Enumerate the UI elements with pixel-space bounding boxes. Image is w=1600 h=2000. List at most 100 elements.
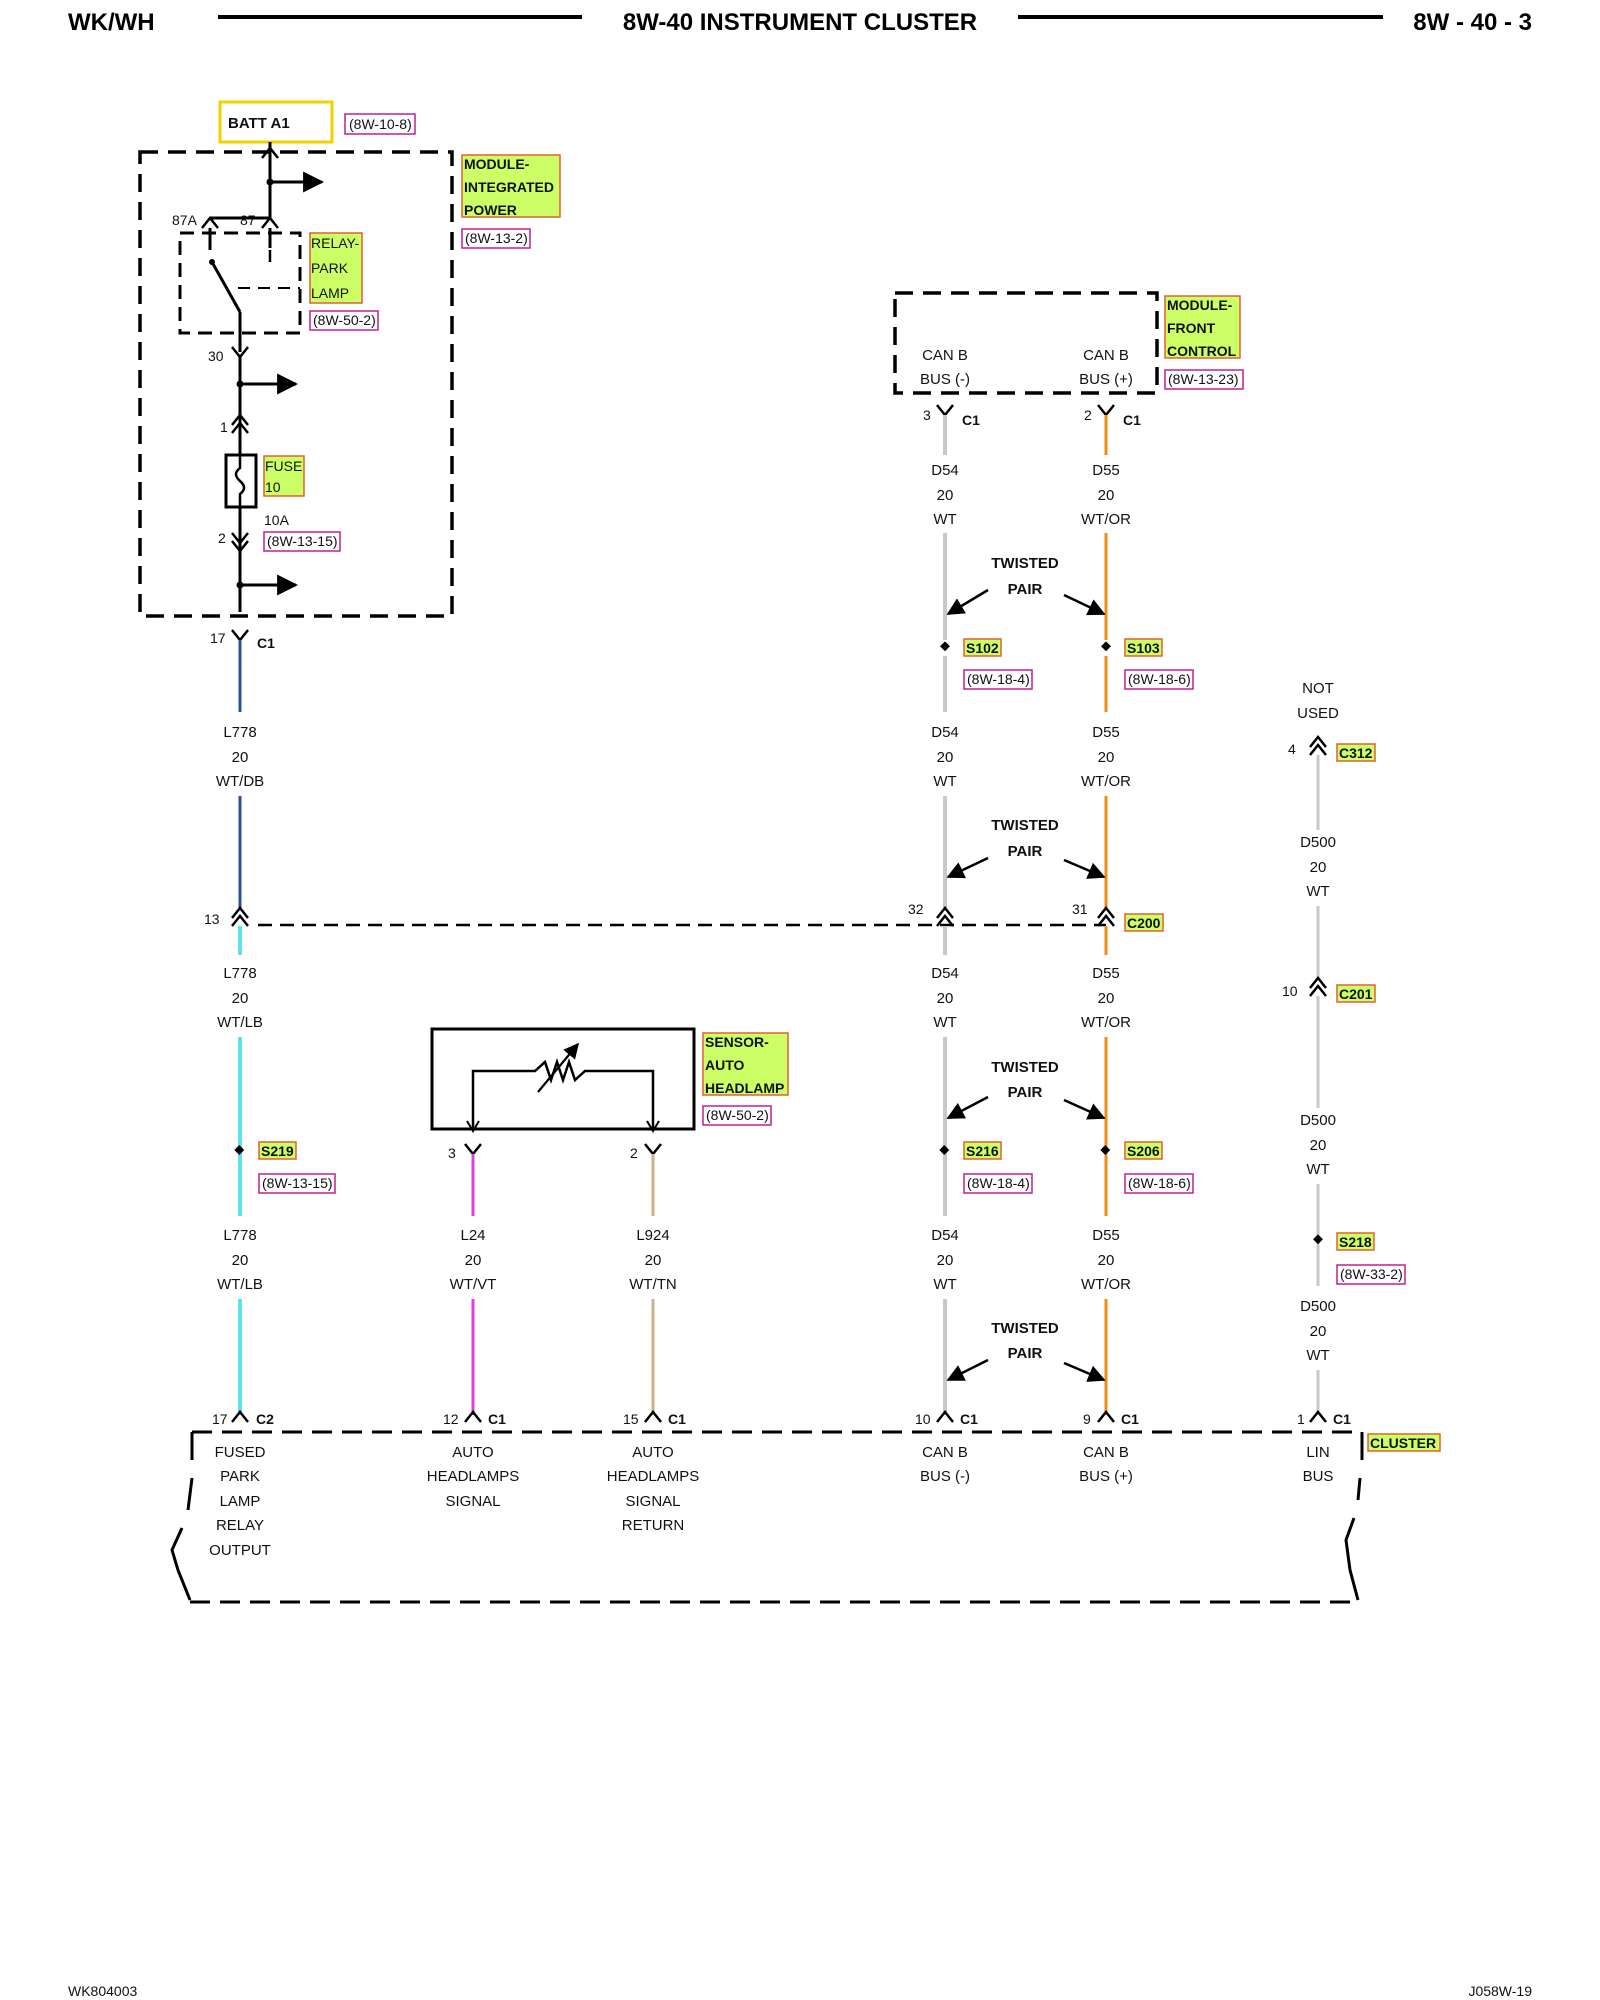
svg-text:PAIR: PAIR: [1008, 581, 1043, 598]
wire-label-l778-lb-2: L778 20 WT/LB: [217, 1227, 263, 1293]
splice-s206: S206 (8W-18-6): [1100, 1141, 1194, 1194]
svg-text:CAN B: CAN B: [922, 1444, 968, 1461]
svg-text:BUS (+): BUS (+): [1079, 1468, 1133, 1485]
header-left: WK/WH: [68, 9, 155, 36]
wire-label-d54-2: D54 20 WT: [931, 724, 959, 790]
fcm-can-plus-label: CAN B BUS (+): [1079, 347, 1133, 388]
ipm-label: MODULE- INTEGRATED POWER: [461, 154, 561, 218]
svg-text:SENSOR-: SENSOR-: [705, 1034, 769, 1050]
svg-text:20: 20: [937, 749, 954, 766]
svg-text:HEADLAMPS: HEADLAMPS: [427, 1468, 520, 1485]
svg-text:OUTPUT: OUTPUT: [209, 1542, 271, 1559]
fcm-connector-pin3: 3 C1: [923, 404, 980, 428]
svg-text:C1: C1: [1333, 1411, 1351, 1427]
svg-text:L778: L778: [223, 965, 256, 982]
svg-text:WT: WT: [1306, 1347, 1329, 1364]
wire-label-d500-3: D500 20 WT: [1300, 1298, 1336, 1364]
wire-label-d500-2: D500 20 WT: [1300, 1112, 1336, 1178]
fcm-label: MODULE- FRONT CONTROL: [1164, 295, 1241, 359]
svg-text:4: 4: [1288, 741, 1296, 757]
svg-text:20: 20: [937, 990, 954, 1007]
svg-text:WT: WT: [933, 511, 956, 528]
svg-text:HEADLAMP: HEADLAMP: [705, 1080, 784, 1096]
svg-text:TWISTED: TWISTED: [991, 1320, 1059, 1337]
svg-text:20: 20: [232, 990, 249, 1007]
svg-text:S218: S218: [1339, 1234, 1372, 1250]
svg-text:BATT A1: BATT A1: [228, 115, 290, 132]
connector-c200: 13 32 31 C200: [204, 901, 1164, 932]
svg-text:(8W-33-2): (8W-33-2): [1340, 1266, 1403, 1282]
svg-text:10: 10: [1282, 983, 1298, 999]
svg-text:USED: USED: [1297, 705, 1339, 722]
cluster-box: [170, 1430, 1364, 1604]
svg-text:FUSE: FUSE: [265, 458, 302, 474]
cluster-pin-10-c1: 10 C1 CAN B BUS (-): [915, 1409, 978, 1485]
svg-text:PARK: PARK: [220, 1468, 260, 1485]
svg-text:TWISTED: TWISTED: [991, 817, 1059, 834]
page-title: 8W-40 INSTRUMENT CLUSTER: [623, 9, 977, 36]
cluster-label: CLUSTER: [1367, 1433, 1441, 1452]
svg-text:10A: 10A: [264, 512, 290, 528]
sensor-auto-headlamp: [430, 1027, 696, 1133]
ipm-connector-c1: 17 C1: [210, 629, 275, 651]
batt-a1-box: BATT A1: [218, 100, 334, 144]
svg-text:20: 20: [232, 749, 249, 766]
wire-label-d54-3: D54 20 WT: [931, 965, 959, 1031]
svg-text:87: 87: [240, 212, 256, 228]
svg-text:L778: L778: [223, 1227, 256, 1244]
svg-text:CAN B: CAN B: [1083, 1444, 1129, 1461]
relay-label: RELAY- PARK LAMP: [309, 232, 363, 304]
svg-text:17: 17: [210, 630, 226, 646]
svg-text:C201: C201: [1339, 986, 1373, 1002]
svg-text:C1: C1: [488, 1411, 506, 1427]
svg-text:WT/OR: WT/OR: [1081, 511, 1131, 528]
svg-text:3: 3: [448, 1145, 456, 1161]
svg-text:D55: D55: [1092, 965, 1120, 982]
header-right: 8W - 40 - 3: [1413, 9, 1532, 36]
svg-text:WT/LB: WT/LB: [217, 1276, 263, 1293]
wire-label-d54-4: D54 20 WT: [931, 1227, 959, 1293]
sensor-connector-pin2: 2: [630, 1143, 662, 1161]
svg-text:S216: S216: [966, 1143, 999, 1159]
svg-text:WT/OR: WT/OR: [1081, 773, 1131, 790]
svg-text:C1: C1: [668, 1411, 686, 1427]
svg-text:12: 12: [443, 1411, 459, 1427]
svg-text:AUTO: AUTO: [705, 1057, 745, 1073]
svg-text:LIN: LIN: [1306, 1444, 1329, 1461]
svg-text:(8W-13-23): (8W-13-23): [1168, 371, 1239, 387]
svg-text:RELAY-: RELAY-: [311, 235, 360, 251]
svg-text:(8W-10-8): (8W-10-8): [349, 116, 412, 132]
svg-text:S102: S102: [966, 640, 999, 656]
splice-s103: S103 (8W-18-6): [1101, 638, 1194, 690]
svg-text:D54: D54: [931, 965, 959, 982]
svg-text:LAMP: LAMP: [311, 285, 349, 301]
svg-text:CLUSTER: CLUSTER: [1370, 1435, 1436, 1451]
svg-text:2: 2: [1084, 407, 1092, 423]
svg-text:D500: D500: [1300, 1112, 1336, 1129]
fcm-can-minus-label: CAN B BUS (-): [920, 347, 970, 388]
relay-ref: (8W-50-2): [309, 310, 379, 331]
wire-label-d55-3: D55 20 WT/OR: [1081, 965, 1131, 1031]
svg-text:C312: C312: [1339, 745, 1373, 761]
svg-text:TWISTED: TWISTED: [991, 1059, 1059, 1076]
svg-text:SIGNAL: SIGNAL: [445, 1493, 500, 1510]
svg-text:20: 20: [1098, 990, 1115, 1007]
cluster-pin-12-c1: 12 C1 AUTO HEADLAMPS SIGNAL: [427, 1409, 520, 1510]
sensor-label: SENSOR- AUTO HEADLAMP: [702, 1032, 789, 1096]
svg-text:L778: L778: [223, 724, 256, 741]
svg-text:D54: D54: [931, 724, 959, 741]
wire-label-l924: L924 20 WT/TN: [629, 1227, 676, 1293]
svg-text:WT: WT: [1306, 1161, 1329, 1178]
svg-text:20: 20: [1098, 1252, 1115, 1269]
svg-text:CAN B: CAN B: [922, 347, 968, 364]
splice-s102: S102 (8W-18-4): [940, 638, 1033, 690]
svg-text:32: 32: [908, 901, 924, 917]
twisted-pair-label-2: TWISTED PAIR: [946, 817, 1106, 879]
svg-text:D500: D500: [1300, 1298, 1336, 1315]
svg-text:1: 1: [220, 419, 228, 435]
svg-text:PARK: PARK: [311, 260, 349, 276]
svg-text:L24: L24: [460, 1227, 485, 1244]
twisted-pair-label-4: TWISTED PAIR: [946, 1320, 1106, 1382]
fcm-ref: (8W-13-23): [1164, 369, 1244, 390]
svg-text:(8W-13-15): (8W-13-15): [262, 1175, 333, 1191]
